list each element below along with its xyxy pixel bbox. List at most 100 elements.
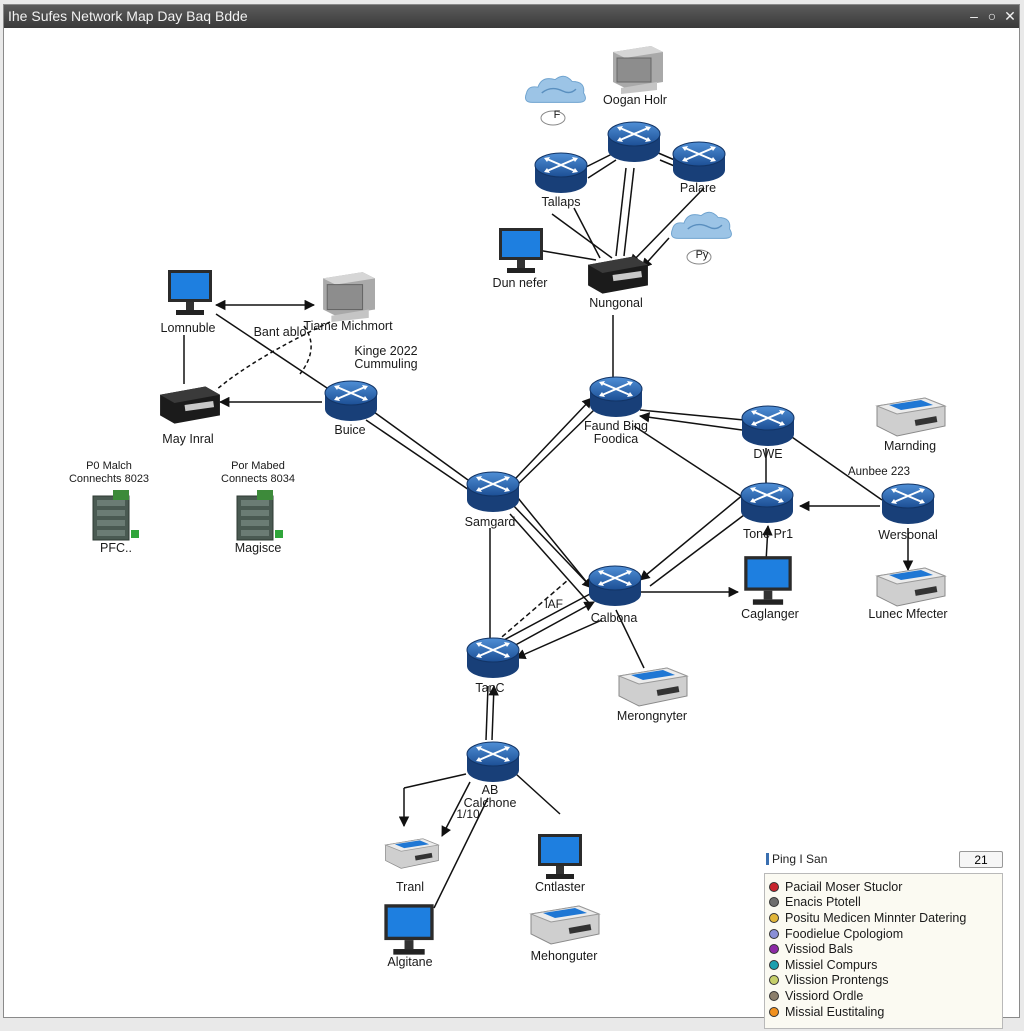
legend-count-field[interactable]: 21 <box>959 851 1003 868</box>
rack-caption: Por Mabed Connects 8034 <box>221 460 295 485</box>
monitor-icon[interactable] <box>384 904 434 955</box>
router-icon[interactable] <box>466 471 520 513</box>
cloud-icon[interactable] <box>670 211 733 240</box>
link-label: 1/10 <box>456 807 480 821</box>
rack-icon[interactable] <box>236 489 284 541</box>
close-button[interactable]: ✕ <box>1004 8 1016 24</box>
router-icon[interactable] <box>881 483 935 525</box>
monitor-icon[interactable] <box>499 228 543 273</box>
network-links-layer <box>92 45 946 955</box>
printer-icon[interactable] <box>384 838 440 869</box>
router-icon[interactable] <box>466 637 520 679</box>
node-label: PFC.. <box>100 541 132 555</box>
printer-icon[interactable] <box>618 667 688 707</box>
cloud-label: F <box>553 109 561 121</box>
rack-icon[interactable] <box>92 489 140 541</box>
node-label: AB Calchone <box>463 783 517 810</box>
link-lines <box>183 151 914 909</box>
node-label: Tone Pr1 <box>742 527 794 541</box>
monitor-icon[interactable] <box>538 834 582 879</box>
router-icon[interactable] <box>324 380 378 422</box>
node-label: DWE <box>753 447 783 461</box>
node-label: Nungonal <box>589 296 643 310</box>
legend-item-label: Missiel Compurs <box>785 957 878 972</box>
cloud-icon[interactable] <box>524 75 587 104</box>
legend-item-label: Vlission Prontengs <box>785 973 889 988</box>
legend-item-label: Enacis Ptotell <box>785 895 861 910</box>
printer-icon[interactable] <box>876 567 946 607</box>
legend-item-label: Positu Medicen Minnter Datering <box>785 910 967 925</box>
legend-dot-icon <box>769 1006 779 1017</box>
server-icon[interactable] <box>322 271 376 322</box>
title-bar[interactable]: Ihe Sufes Network Map Day Baq Bdde – ○ ✕ <box>4 5 1019 28</box>
app-window: Ihe Sufes Network Map Day Baq Bdde – ○ ✕ <box>3 4 1020 1029</box>
router-icon[interactable] <box>589 376 643 418</box>
server-icon[interactable] <box>612 45 664 94</box>
router-icon[interactable] <box>741 405 795 447</box>
monitor-icon[interactable] <box>168 270 212 315</box>
node-label: Buice <box>334 423 366 437</box>
node-label: Faund Bing Foodica <box>584 419 648 446</box>
legend-item[interactable]: Missiel Compurs <box>769 957 1002 973</box>
node-label: Merongnyter <box>616 709 688 723</box>
node-label: Mehonguter <box>530 949 598 963</box>
node-label: Wersoonal <box>878 528 938 542</box>
router-icon[interactable] <box>740 482 794 524</box>
node-label: Marnding <box>883 439 937 453</box>
router-icon[interactable] <box>534 152 588 194</box>
node-label: Cntlaster <box>534 880 586 894</box>
router-icon[interactable] <box>588 565 642 607</box>
legend-item[interactable]: Enacis Ptotell <box>769 895 1002 911</box>
legend-item-label: Foodielue Cpologiom <box>785 926 904 941</box>
legend-dot-icon <box>769 990 779 1001</box>
legend-item-label: Missial Eustitaling <box>785 1004 885 1019</box>
legend-dot-icon <box>769 959 779 970</box>
legend-item[interactable]: Foodielue Cpologiom <box>769 926 1002 942</box>
cloud-badge-icon <box>540 110 566 126</box>
legend-title: Ping I San <box>766 852 827 866</box>
link-label: lAF <box>545 597 563 611</box>
monitor-icon[interactable] <box>744 556 792 605</box>
node-label: TanC <box>475 681 505 695</box>
legend-item[interactable]: Positu Medicen Minnter Datering <box>769 910 1002 926</box>
legend-item[interactable]: Missial Eustitaling <box>769 1004 1002 1020</box>
link-label: Aunbee 223 <box>847 466 911 478</box>
node-label: Samgard <box>464 515 516 529</box>
node-label: Tiame Michmort <box>303 319 393 333</box>
node-label: Palare <box>679 181 717 195</box>
switch-icon[interactable] <box>160 386 220 424</box>
link-label: Kinge 2022 Cummuling <box>354 344 418 371</box>
router-icon[interactable] <box>672 141 726 183</box>
maximize-button[interactable]: ○ <box>987 8 997 24</box>
node-label: Caglanger <box>741 607 799 621</box>
legend-item[interactable]: Vissiord Ordle <box>769 988 1002 1004</box>
rack-caption: P0 Malch Connechts 8023 <box>68 460 150 485</box>
printer-icon[interactable] <box>530 905 600 945</box>
node-label: Lunec Mfecter <box>868 607 948 621</box>
legend-item[interactable]: Paciail Moser Stuclor <box>769 879 1002 895</box>
node-label: Tallaps <box>541 195 581 209</box>
legend-dot-icon <box>769 975 779 986</box>
cloud-badge-icon <box>686 249 712 265</box>
link-label: Bant ablo <box>253 325 307 339</box>
node-label: Calbona <box>590 611 638 625</box>
cloud-label: Py <box>695 249 709 261</box>
switch-icon[interactable] <box>588 256 648 294</box>
node-label: Lomnuble <box>160 321 216 335</box>
network-map-canvas[interactable]: F Oogan Holr Tallaps Palare Py Dun nefer… <box>4 28 1019 1029</box>
printer-icon[interactable] <box>876 397 946 437</box>
legend-item-label: Paciail Moser Stuclor <box>785 879 903 894</box>
legend-dot-icon <box>769 944 779 955</box>
legend-item[interactable]: Vissiod Bals <box>769 941 1002 957</box>
router-icon[interactable] <box>607 121 661 163</box>
minimize-button[interactable]: – <box>970 8 978 24</box>
legend-item-label: Vissiord Ordle <box>785 988 864 1003</box>
node-label: Tranl <box>395 880 425 894</box>
legend-item[interactable]: Vlission Prontengs <box>769 973 1002 989</box>
legend-dot-icon <box>769 897 779 908</box>
node-label: Magisce <box>234 541 282 555</box>
legend-dot-icon <box>769 881 779 892</box>
router-icon[interactable] <box>466 741 520 783</box>
